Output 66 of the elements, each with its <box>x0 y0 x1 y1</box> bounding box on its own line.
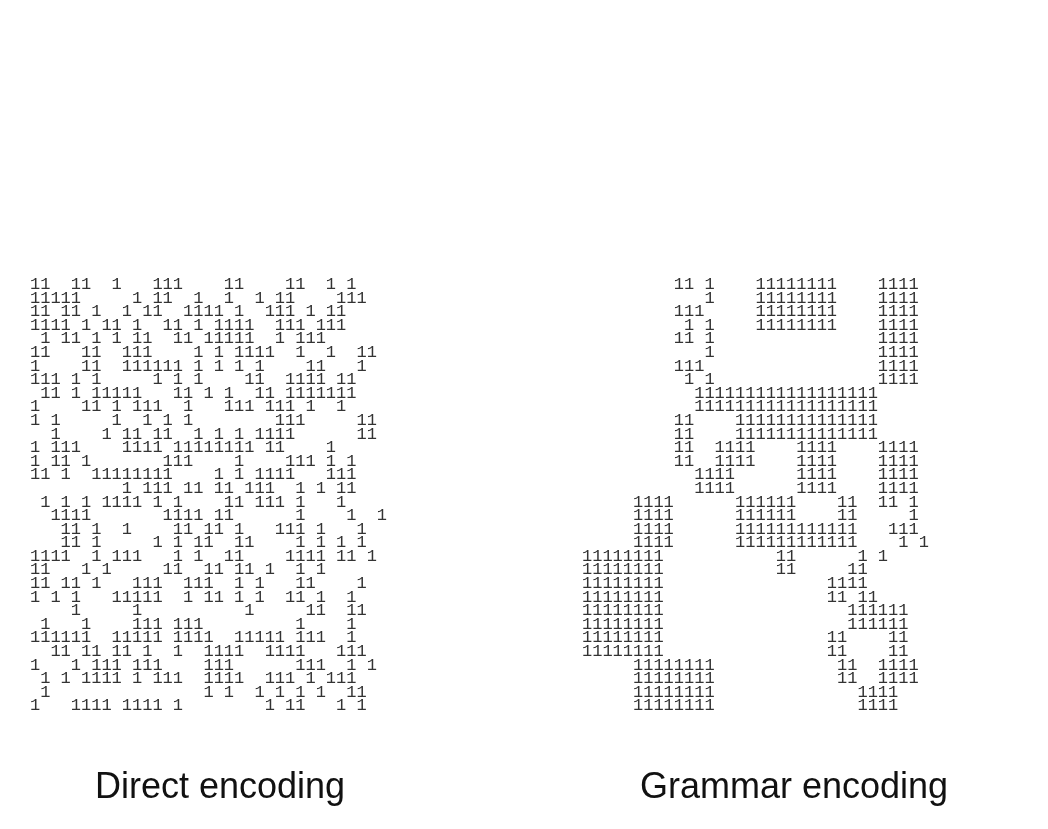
digit-row: 1 1111 1111 1 1 11 1 1 <box>30 699 367 713</box>
digit-row: 11111 1 11 1 1 1 11 111 <box>30 291 367 306</box>
panel-caption: Direct encoding <box>95 765 346 807</box>
digit-row: 11111111 11 1 1 <box>582 549 889 564</box>
digit-row: 11111111 11 11 <box>582 645 909 659</box>
digit-row-text: 1 11 1 1 11 11 11111 1 111 <box>40 332 326 346</box>
digit-row-text: 11 1 1111 <box>672 332 919 346</box>
digit-row-text: 1 1 11111111 1111 <box>684 318 919 333</box>
digit-row: 1111 1 11 1 11 1 1111 111 111 <box>30 318 347 333</box>
digit-row-text: 1 1 11 11 1 1 1 1111 11 <box>49 427 377 442</box>
digit-row-text: 1 1 1 1111 1 1 11 111 1 1 <box>39 495 347 510</box>
digit-row-text: 11 1 11111111 1111 <box>672 278 919 292</box>
digit-row-text: 1111 1111 11 1 1 1 <box>50 509 388 523</box>
digit-row: 11111111 1111 <box>582 577 868 591</box>
digit-row-text: 1 1 111 111 1 1 <box>40 617 357 632</box>
digit-row: 11 1 1 11 11 11 1 1 1 <box>30 563 326 578</box>
digit-row-text: 1 111 11 11 111 1 1 11 <box>121 481 357 496</box>
digit-row-text: 11111111 1111 <box>632 685 899 700</box>
digit-row: 11 11 1 1 11 1111 1 111 1 11 <box>30 305 347 319</box>
panel-caption: Grammar encoding <box>640 765 949 807</box>
digit-row: 11111111 111111 <box>582 617 909 632</box>
digit-row: 11111111 11 11 <box>582 563 868 578</box>
digit-row-text: 1 1 1111 <box>684 373 919 387</box>
digit-row: 11111111 11 11 <box>582 590 878 605</box>
digit-row-text: 111111111111111111 <box>694 400 878 414</box>
digit-row-text: 1111 111111111111 1 1 <box>633 536 929 550</box>
digit-row-text: 1111 1111 1111 <box>694 468 919 482</box>
digit-row-text: 1111 1111 1111 <box>693 481 919 496</box>
digit-row-text: 11111111 11 1111 <box>633 658 919 673</box>
digit-row-text: 11 1 11111 11 1 1 11 1111111 <box>40 386 357 401</box>
digit-row: 1 1 1 11111 1 11 1 1 11 1 1 <box>30 590 357 605</box>
digit-row-text: 11 1111 1111 1111 <box>672 454 919 469</box>
digit-row: 111 1 1 1 1 1 11 1111 11 <box>30 373 357 387</box>
digit-row: 1 11 111111 1 1 1 1 11 1 <box>30 359 367 374</box>
digit-row: 11111111 111111 <box>582 604 909 618</box>
digit-row: 1 1 111 111 111 111 1 1 <box>30 658 377 673</box>
digit-row-text: 11 1 1 11 11 1 111 1 1 <box>60 522 367 537</box>
digit-row-text: 11111111 11 1111 <box>632 672 919 686</box>
digit-row-text: 11 1111 1111 1111 <box>672 441 919 455</box>
digit-row-text: 111 1111 <box>672 359 919 374</box>
digit-row: 1 11 1 111 1 111 111 1 1 <box>30 400 347 414</box>
digit-row-text: 1 1111 <box>704 345 919 360</box>
digit-row: 11111111 11 11 <box>582 631 909 646</box>
digit-row-text: 1111 111111111111 111 <box>632 522 919 537</box>
digit-row-text: 11 11111111111111 <box>672 413 878 428</box>
digit-row: 111111 11111 1111 11111 111 1 <box>30 631 357 646</box>
digit-row: 1111 1 111 1 1 11 1111 11 1 <box>30 549 377 564</box>
digit-row: 11 11 111 1 1 1111 1 1 11 <box>30 345 377 360</box>
digit-row-text: 11 1 1 1 11 11 1 1 1 1 <box>60 536 367 550</box>
digit-row-text: 11 11111111111111 <box>672 427 878 442</box>
digit-row-text: 111111111111111111 <box>694 386 878 401</box>
digit-row: 11 11 1 111 111 1 1 11 1 <box>30 577 367 591</box>
digit-row-text: 11111111 1111 <box>632 699 899 713</box>
digit-row-text: 1 1 1111 1 111 1111 111 1 111 <box>40 672 357 686</box>
digit-row-text: 1111 111111 11 11 1 <box>632 495 919 510</box>
digit-row-text: 1 1 1 11 11 <box>69 604 367 618</box>
digit-row: 1 11 1 111 1 111 1 1 <box>30 454 357 469</box>
digit-row-text: 1 11111111 1111 <box>704 291 919 306</box>
digit-row-text: 1111 111111 11 1 <box>632 509 919 523</box>
digit-row-text: 111 11111111 1111 <box>672 305 919 319</box>
digit-row: 1 1 1 1 1 1 111 11 <box>30 413 377 428</box>
digit-row: 11 1 11111111 1 1 1111 111 <box>30 468 357 482</box>
digit-row: 11 11 1 111 11 11 1 1 <box>30 278 357 292</box>
digit-row-text: 11 11 11 1 1 1111 1111 111 <box>49 645 367 659</box>
digit-row-text: 1 1 1 1 1 1 1 11 <box>40 685 367 700</box>
digit-row: 1 111 1111 11111111 11 1 <box>30 441 337 455</box>
